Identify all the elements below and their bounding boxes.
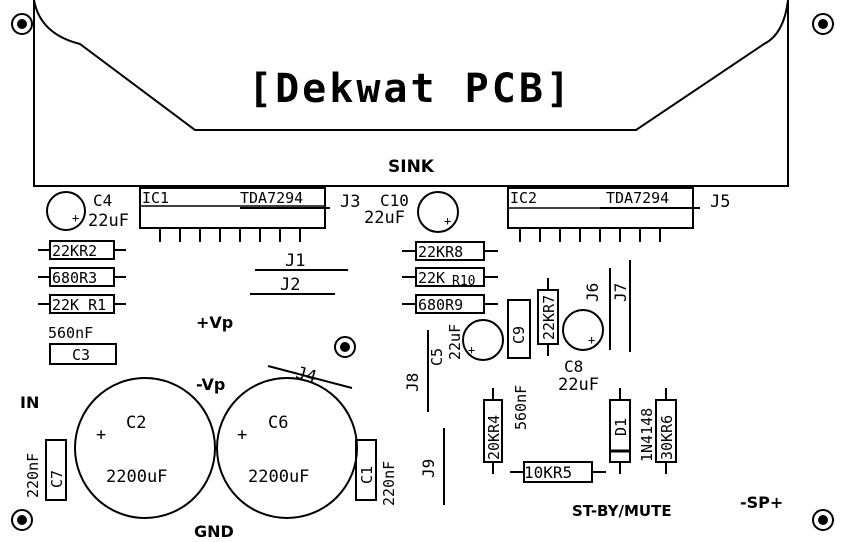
c9-ref: C9 — [510, 326, 528, 344]
ic2-pins — [519, 228, 661, 242]
r10-label-a: 22K — [418, 269, 445, 287]
mounting-hole-bottom-left — [11, 509, 33, 531]
standby-label: ST-BY/MUTE — [572, 502, 672, 520]
c2-ref: C2 — [126, 413, 146, 433]
heatsink-outline — [33, 0, 789, 187]
c2-polarity: + — [96, 425, 106, 445]
c5-ref: C5 — [428, 348, 446, 366]
r4-label: 20KR4 — [485, 415, 503, 460]
j7-label: J7 — [611, 283, 630, 302]
mounting-hole-center — [334, 336, 356, 358]
c7-value: 220nF — [24, 453, 42, 498]
ic1-part: TDA7294 — [240, 189, 303, 207]
j8-label: J8 — [403, 373, 422, 392]
c9-capacitor — [507, 299, 531, 359]
r10-label-b: R10 — [452, 274, 475, 289]
c2-capacitor — [74, 377, 216, 519]
c5-capacitor — [462, 319, 504, 361]
c6-polarity: + — [237, 425, 247, 445]
c4-capacitor — [46, 191, 86, 231]
speaker-label: -SP+ — [740, 493, 783, 512]
c2-value: 2200uF — [106, 467, 167, 487]
c3-ref: C3 — [72, 346, 90, 364]
r6-label: 30KR6 — [658, 415, 676, 460]
c8-ref: C8 — [564, 357, 583, 376]
r9-label: 680R9 — [418, 296, 463, 314]
r5-label: 10KR5 — [524, 463, 572, 482]
c10-value: 22uF — [364, 208, 405, 228]
r1-label: 22K R1 — [52, 296, 106, 314]
j2-label: J2 — [280, 275, 300, 295]
r8-label: 22KR8 — [418, 243, 463, 261]
j6-label: J6 — [583, 283, 602, 302]
j1-label: J1 — [285, 251, 305, 271]
c9-value: 560nF — [512, 385, 530, 430]
c1-capacitor — [355, 439, 377, 501]
c10-ref: C10 — [380, 191, 409, 210]
c7-capacitor — [45, 439, 67, 501]
r3-label: 680R3 — [52, 269, 97, 287]
c4-value: 22uF — [88, 211, 129, 231]
heatsink-label: SINK — [388, 157, 435, 177]
vp-positive-label: +Vp — [196, 313, 233, 332]
ground-label: GND — [194, 522, 234, 541]
board-title: [Dekwat PCB] — [248, 66, 573, 112]
d1-part: 1N4148 — [638, 408, 656, 462]
c3-capacitor — [49, 343, 117, 365]
mounting-hole-bottom-right — [812, 509, 834, 531]
c6-ref: C6 — [268, 413, 288, 433]
input-label: IN — [20, 393, 39, 412]
ic1-ref: IC1 — [142, 189, 169, 207]
c5-value: 22uF — [446, 324, 464, 360]
ic1-pins — [159, 228, 301, 242]
mounting-hole-top-right — [812, 13, 834, 35]
c8-capacitor — [562, 309, 604, 351]
c5-polarity: + — [468, 343, 475, 357]
j9-label: J9 — [419, 459, 438, 478]
j4-wire — [267, 365, 353, 389]
c10-polarity: + — [444, 214, 451, 228]
c4-polarity: + — [72, 211, 79, 225]
c10-capacitor — [417, 191, 459, 233]
c4-ref: C4 — [93, 191, 112, 210]
c6-capacitor — [216, 377, 358, 519]
d1-ref: D1 — [612, 418, 630, 436]
mounting-hole-top-left — [11, 13, 33, 35]
j5-label: J5 — [710, 192, 730, 212]
c8-polarity: + — [588, 333, 595, 347]
ic2-ref: IC2 — [510, 189, 537, 207]
r2-label: 22KR2 — [52, 242, 97, 260]
j3-label: J3 — [340, 192, 360, 212]
ic2-part: TDA7294 — [606, 189, 669, 207]
vp-negative-label: -Vp — [196, 375, 225, 394]
c1-ref: C1 — [358, 466, 376, 484]
c6-value: 2200uF — [248, 467, 309, 487]
c1-value: 220nF — [380, 461, 398, 506]
c8-value: 22uF — [558, 375, 599, 395]
r7-label: 22KR7 — [540, 295, 558, 340]
c3-value: 560nF — [48, 324, 93, 342]
c7-ref: C7 — [48, 470, 66, 488]
